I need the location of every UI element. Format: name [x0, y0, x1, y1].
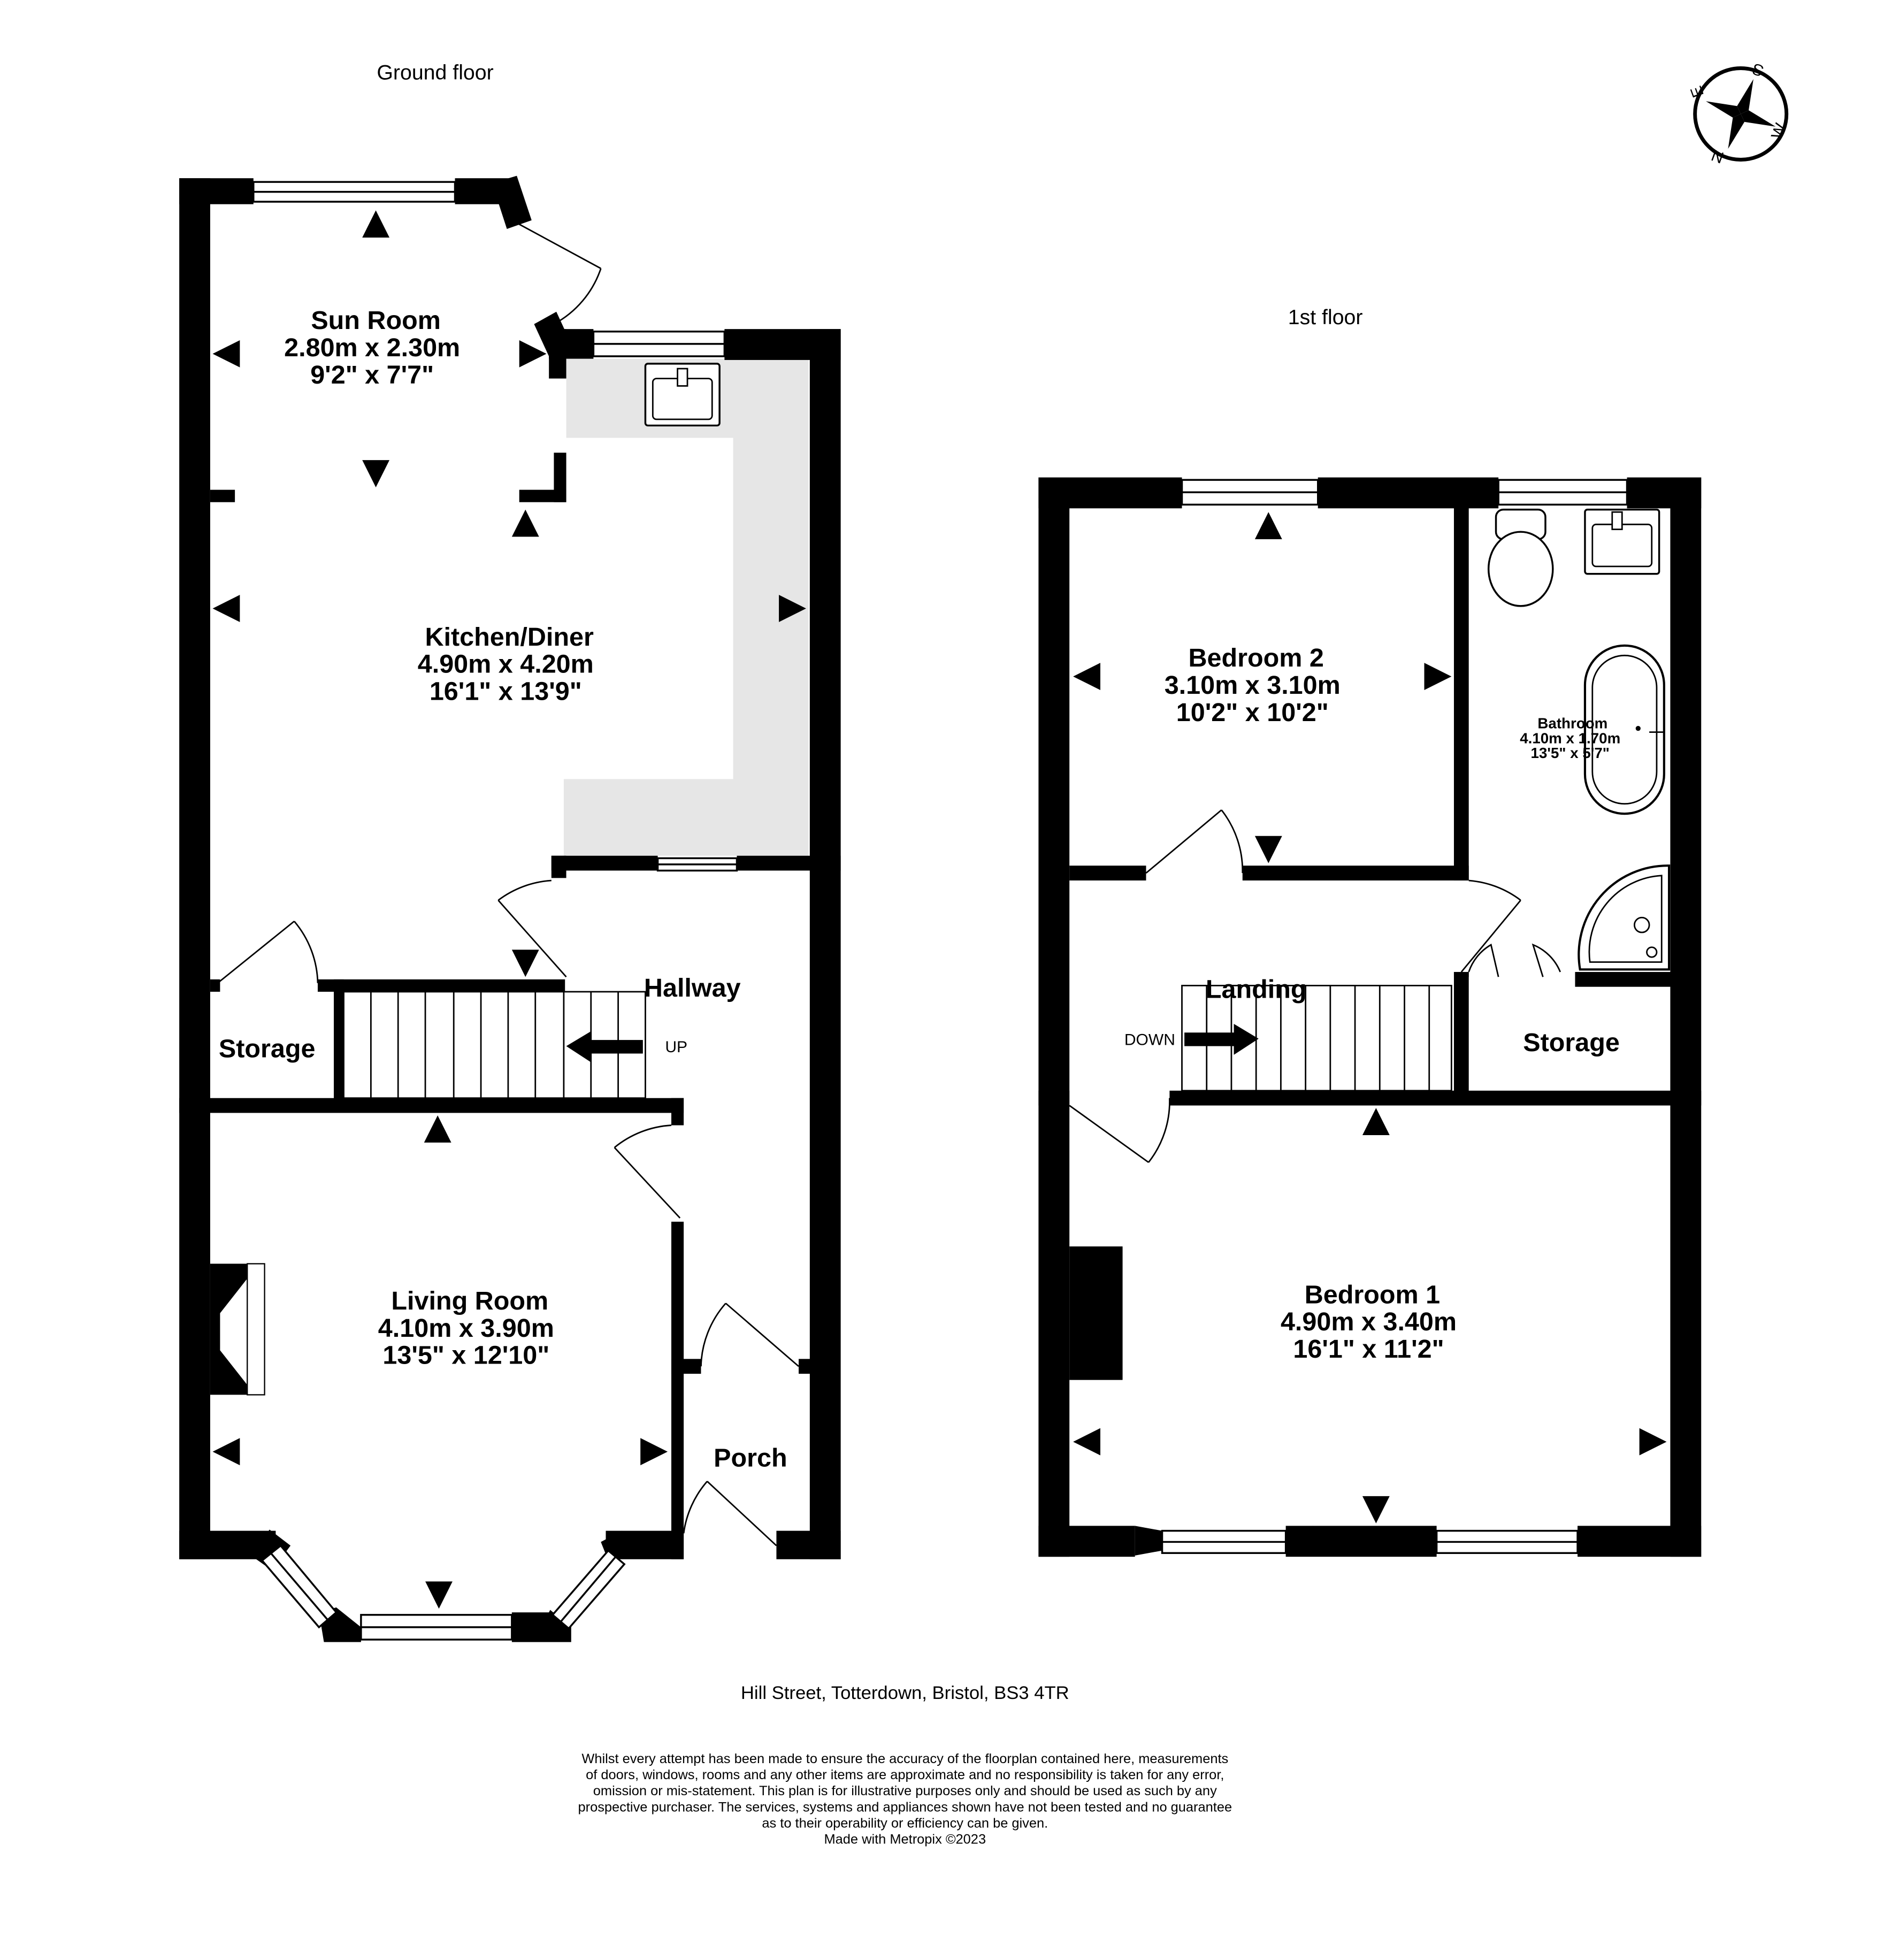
first-walls	[1038, 477, 1702, 1557]
fireplace-icon	[210, 1263, 265, 1396]
ground-floor-heading: Ground floor	[377, 60, 493, 84]
toilet-icon	[1487, 508, 1554, 607]
disclaimer-line: as to their operability or efficiency ca…	[762, 1816, 1048, 1831]
bathroom-metric: 4.10m x 1.70m	[1520, 730, 1620, 746]
first-floor-plan: DOWN Bedroom 2 3.10m x 3.10m 10'2" x 10'…	[1038, 477, 1702, 1557]
bathroom-imperial: 13'5" x 5'7"	[1531, 745, 1610, 761]
disclaimer-line: of doors, windows, rooms and any other i…	[586, 1767, 1224, 1782]
first-floor-heading: 1st floor	[1288, 305, 1363, 329]
sun-room-name: Sun Room	[311, 306, 441, 335]
stair-treads	[370, 991, 619, 1098]
first-staircase	[1181, 985, 1452, 1092]
ground-walls	[179, 175, 841, 1642]
bathroom-name: Bathroom	[1537, 715, 1607, 732]
first-doors	[1069, 809, 1561, 1163]
porch-name: Porch	[714, 1443, 787, 1472]
bedroom2-name: Bedroom 2	[1188, 644, 1323, 672]
disclaimer: Whilst every attempt has been made to en…	[578, 1751, 1232, 1847]
bedroom1-metric: 4.90m x 3.40m	[1281, 1307, 1457, 1336]
shower-icon	[1578, 864, 1671, 971]
bedroom2-imperial: 10'2" x 10'2"	[1176, 698, 1329, 727]
kitchen-name: Kitchen/Diner	[425, 623, 594, 652]
bathroom-sink-icon	[1584, 508, 1660, 575]
living-room-imperial: 13'5" x 12'10"	[382, 1341, 549, 1370]
sun-room-metric: 2.80m x 2.30m	[284, 333, 460, 362]
ground-dimension-arrows	[212, 210, 806, 1609]
made-with-credit: Made with Metropix ©2023	[824, 1832, 986, 1847]
first-storage-name: Storage	[1523, 1028, 1620, 1057]
bedroom2-metric: 3.10m x 3.10m	[1165, 671, 1341, 700]
storage-name: Storage	[219, 1034, 316, 1063]
stair-down-arrow-icon	[1184, 1024, 1259, 1055]
kitchen-metric: 4.90m x 4.20m	[418, 650, 594, 679]
kitchen-sink-icon	[644, 363, 721, 427]
address: Hill Street, Totterdown, Bristol, BS3 4T…	[741, 1683, 1069, 1703]
compass-e: E	[1687, 83, 1707, 99]
ground-windows	[252, 181, 738, 1641]
stair-down-label: DOWN	[1124, 1031, 1175, 1048]
disclaimer-line: prospective purchaser. The services, sys…	[578, 1800, 1232, 1814]
stair-up-label: UP	[665, 1038, 687, 1056]
living-room-metric: 4.10m x 3.90m	[378, 1314, 554, 1343]
ground-staircase	[343, 991, 646, 1099]
ground-doors	[217, 219, 799, 1546]
disclaimer-line: omission or mis-statement. This plan is …	[593, 1783, 1217, 1798]
kitchen-imperial: 16'1" x 13'9"	[430, 677, 582, 706]
ground-floor-plan: UP Sun Room 2.80m x 2.30m 9'2" x 7'7" Ki…	[179, 175, 841, 1642]
landing-name: Landing	[1206, 975, 1307, 1004]
disclaimer-line: Whilst every attempt has been made to en…	[581, 1751, 1228, 1766]
bedroom1-name: Bedroom 1	[1305, 1280, 1440, 1309]
first-dimension-arrows	[1073, 512, 1667, 1523]
compass-s: S	[1750, 59, 1766, 80]
sun-room-imperial: 9'2" x 7'7"	[310, 361, 434, 389]
hallway-name: Hallway	[644, 974, 741, 1002]
compass-icon: N E S W	[1687, 59, 1790, 166]
living-room-name: Living Room	[391, 1287, 548, 1315]
first-windows	[1161, 479, 1628, 1554]
bedroom1-imperial: 16'1" x 11'2"	[1293, 1335, 1444, 1364]
bathtub-icon	[1583, 644, 1665, 815]
stair-up-arrow-icon	[566, 1031, 643, 1062]
kitchen-units	[563, 358, 809, 856]
